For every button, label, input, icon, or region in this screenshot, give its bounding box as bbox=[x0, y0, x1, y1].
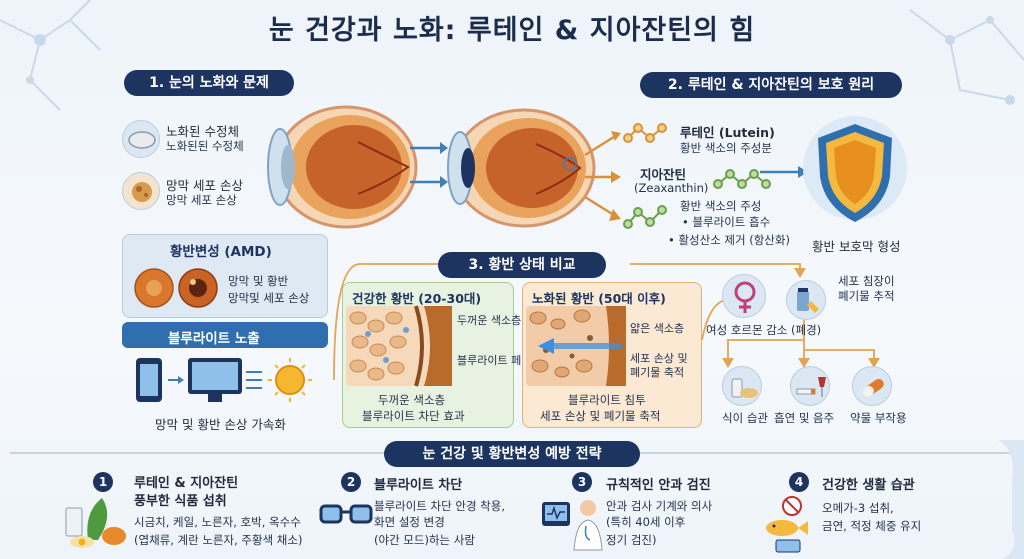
glasses-icon bbox=[319, 504, 373, 524]
factor-drug: 약물 부작용 bbox=[850, 411, 907, 425]
prevention-desc-2c: (야간 모드)하는 사람 bbox=[374, 533, 475, 547]
aged-label-2: 세포 손상 및 폐기물 축적 bbox=[630, 352, 688, 379]
healthy-macula-tissue bbox=[346, 305, 452, 387]
aged-caption-2: 세포 손상 및 폐기물 축적 bbox=[540, 409, 661, 423]
shield-icon bbox=[803, 116, 907, 222]
healthy-label-1: 두꺼운 색소층 bbox=[457, 314, 522, 327]
diet-icon bbox=[722, 366, 762, 406]
healthy-label-2: 블루라이트 페기물 bbox=[457, 354, 542, 367]
devices-sun-illustration bbox=[136, 358, 312, 402]
section2-header: 2. 루테인 & 지아잔틴의 보호 원리 bbox=[640, 72, 902, 98]
prevention-num-3: 3 bbox=[572, 472, 592, 492]
bluelight-header-bg bbox=[122, 322, 328, 348]
amd-desc-1: 망막 및 황반 bbox=[228, 274, 289, 288]
shield-caption: 황반 보호막 형성 bbox=[812, 239, 901, 254]
decorative-bone bbox=[998, 440, 1024, 559]
healthy-eye-illustration bbox=[447, 108, 596, 228]
prevention-desc-4a: 오메가-3 섭취, bbox=[822, 501, 894, 515]
macula-desc: 황반 색소의 주성 bbox=[680, 199, 762, 213]
healthy-caption-2: 블루라이트 차단 효과 bbox=[362, 409, 465, 423]
factor-diet: 식이 습관 bbox=[722, 411, 768, 425]
amd-desc-2: 망막및 세포 손상 bbox=[228, 291, 310, 305]
bluelight-caption: 망막 및 황반 손상 가속화 bbox=[155, 417, 286, 432]
pill-icon bbox=[852, 366, 892, 406]
bluelight-header: 블루라이트 노출 bbox=[168, 331, 260, 347]
doctor-exam-icon bbox=[542, 500, 603, 551]
healthy-caption-1: 두꺼운 색소층 bbox=[378, 393, 446, 407]
prevention-desc-2b: 화면 설정 변경 bbox=[374, 515, 445, 529]
prevention-num-4: 4 bbox=[789, 472, 809, 492]
prevention-desc-1b: (엽채류, 계란 노른자, 주황색 채소) bbox=[134, 533, 303, 547]
macula-icon bbox=[134, 268, 218, 308]
aged-label-1: 얇은 색소층 bbox=[630, 322, 685, 335]
decorative-network-right bbox=[909, 9, 1024, 105]
process-arrows bbox=[410, 142, 448, 188]
factor-accum: 세포 침장이 폐기물 추적 bbox=[838, 274, 895, 303]
page-title: 눈 건강과 노화: 루테인 & 지아잔틴의 힘 bbox=[268, 15, 756, 46]
prevention-title-1a: 루테인 & 지아잔틴 bbox=[134, 476, 239, 491]
healthy-lifestyle-icon bbox=[766, 496, 808, 553]
vegetables-icon bbox=[65, 498, 126, 548]
prevention-desc-3b: (특히 40세 이후 bbox=[606, 515, 686, 529]
aging-eye-illustration bbox=[267, 105, 418, 229]
section3-connector-lines bbox=[333, 263, 806, 381]
prevention-desc-2a: 블루라이트 차단 안경 착용, bbox=[374, 499, 506, 513]
lens-label: 노화된 수정체 bbox=[166, 124, 239, 139]
amd-header: 황반변성 (AMD) bbox=[170, 244, 272, 260]
macula-bullet-2: • 활성산소 제거 (항산화) bbox=[668, 233, 790, 247]
lutein-molecule-icon bbox=[623, 123, 667, 143]
retina-label: 망막 세포 손상 bbox=[166, 178, 243, 193]
macula-molecule-icon bbox=[623, 205, 667, 229]
molecule-arrows bbox=[584, 131, 621, 221]
prevention-num-1: 1 bbox=[93, 472, 113, 492]
aged-macula-tissue bbox=[526, 306, 626, 386]
healthy-header: 건강한 황반 (20-30대) bbox=[352, 291, 482, 306]
lutein-desc: 황반 색소의 주성분 bbox=[680, 141, 772, 155]
lens-desc: 노화된된 수정체 bbox=[166, 139, 244, 153]
prevention-title-3: 규칙적인 안과 검진 bbox=[606, 478, 711, 493]
retina-desc: 망막 세포 손상 bbox=[166, 193, 237, 207]
supplement-icon bbox=[786, 280, 826, 320]
lutein-name: 루테인 (Lutein) bbox=[680, 125, 775, 140]
aged-caption-1: 블루라이트 침투 bbox=[568, 393, 646, 407]
factor-hormone: 여성 호르몬 감소 (폐경) bbox=[706, 323, 822, 337]
smoking-drinking-icon bbox=[790, 366, 830, 406]
prevention-desc-4b: 금연, 적정 체중 유지 bbox=[822, 519, 922, 533]
prevention-desc-1a: 시금치, 케일, 노른자, 호박, 옥수수 bbox=[134, 515, 301, 529]
prevention-desc-3c: 정기 검진) bbox=[606, 533, 657, 547]
macula-bullet-1-text: 블루라이트 흡수 bbox=[692, 215, 771, 229]
macula-bullet-2-text: 활성산소 제거 (항산화) bbox=[678, 233, 790, 247]
female-symbol-icon bbox=[722, 274, 766, 318]
section1-header: 1. 눈의 노화와 문제 bbox=[124, 70, 294, 96]
decorative-network-left bbox=[0, 0, 101, 111]
aged-header: 노화된 황반 (50대 이후) bbox=[532, 291, 666, 306]
prevention-num-2: 2 bbox=[341, 472, 361, 492]
arrow-to-shield bbox=[760, 166, 808, 178]
prevention-title-1b: 풍부한 식품 섭취 bbox=[134, 494, 227, 509]
prevention-title-4: 건강한 생활 습관 bbox=[822, 478, 915, 493]
zeaxanthin-molecule-icon bbox=[713, 169, 771, 189]
macula-bullet-1: • 블루라이트 흡수 bbox=[682, 215, 771, 229]
lens-icon bbox=[122, 120, 160, 158]
factor-smoking: 흡연 및 음주 bbox=[774, 411, 835, 425]
damaged-cell-icon bbox=[122, 172, 160, 210]
prevention-title-2: 블루라이트 차단 bbox=[374, 478, 463, 493]
zeaxanthin-name-en: (Zeaxanthin) bbox=[634, 181, 709, 195]
zeaxanthin-name: 지아잔틴 bbox=[640, 167, 687, 182]
prevention-desc-3a: 안과 검사 기계와 의사 bbox=[606, 499, 713, 513]
section3-header: 3. 황반 상태 비교 bbox=[438, 252, 606, 278]
prevention-header: 눈 건강 및 황반변성 예방 전략 bbox=[384, 441, 640, 467]
